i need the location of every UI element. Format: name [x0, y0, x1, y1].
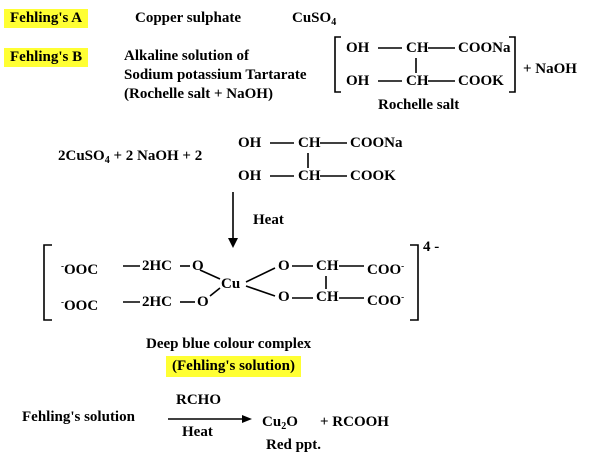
complex-ooc-bottom: -OOC — [61, 297, 99, 314]
rochelle-ch-top: CH — [406, 40, 429, 56]
rochelle-cook: COOK — [458, 73, 504, 89]
fehlings-b-line-1: Alkaline solution of — [124, 48, 250, 64]
complex-coo-bottom: COO- — [367, 292, 405, 309]
heat-arrow-head — [228, 238, 238, 248]
tartrate-ch-top: CH — [298, 135, 321, 151]
rochelle-salt-label: Rochelle salt — [378, 97, 460, 113]
complex-bracket-right — [410, 244, 419, 321]
complex-copper: Cu — [221, 276, 241, 292]
test-reagent: RCHO — [176, 392, 221, 408]
complex-ch-top: CH — [316, 258, 339, 274]
cuso4-formula: CuSO4 — [292, 10, 337, 28]
rochelle-bracket-right — [509, 36, 516, 93]
complex-name: Deep blue colour complex — [146, 336, 312, 352]
test-product-cu2o: Cu2O — [262, 414, 298, 432]
fehlings-b-label: Fehling's B — [4, 48, 89, 67]
rochelle-coona: COONa — [458, 40, 511, 56]
tartrate-ch-bottom: CH — [298, 168, 321, 184]
fehlings-a-label: Fehling's A — [4, 9, 89, 28]
reaction-lhs: 2CuSO4 + 2 NaOH + 2 — [58, 148, 203, 166]
complex-ch-bottom: CH — [316, 289, 339, 305]
complex-charge: 4 - — [423, 239, 440, 255]
complex-o-bottom-right: O — [278, 289, 290, 305]
test-condition: Heat — [182, 424, 213, 440]
red-ppt-label: Red ppt. — [266, 437, 322, 453]
tartrate-coona: COONa — [350, 135, 403, 151]
complex-ooc-top: -OOC — [61, 261, 99, 278]
fehlings-solution-label: (Fehling's solution) — [166, 356, 301, 377]
heat-label: Heat — [253, 212, 284, 228]
complex-hc-top: 2HC — [142, 258, 172, 274]
rochelle-bracket-left — [334, 36, 341, 93]
fehlings-b-line-3: (Rochelle salt + NaOH) — [124, 86, 273, 102]
complex-o-bottom-left: O — [197, 294, 209, 310]
rochelle-ch-bottom: CH — [406, 73, 429, 89]
tartrate-cook: COOK — [350, 168, 396, 184]
test-arrow-head — [242, 415, 252, 423]
rochelle-oh-bottom: OH — [346, 73, 370, 89]
test-reactant: Fehling's solution — [22, 409, 135, 425]
tartrate-oh-top: OH — [238, 135, 262, 151]
plus-naoh: + NaOH — [523, 61, 577, 77]
fehlings-b-line-2: Sodium potassium Tartarate — [124, 67, 307, 83]
complex-o-top-right: O — [278, 258, 290, 274]
fehlings-a-description: Copper sulphate — [135, 10, 241, 26]
complex-hc-bottom: 2HC — [142, 294, 172, 310]
rochelle-oh-top: OH — [346, 40, 370, 56]
complex-bracket-left — [43, 244, 52, 321]
complex-o-top-left: O — [192, 258, 204, 274]
tartrate-oh-bottom: OH — [238, 168, 262, 184]
test-product-rcooh: + RCOOH — [320, 414, 389, 430]
complex-coo-top: COO- — [367, 261, 405, 278]
